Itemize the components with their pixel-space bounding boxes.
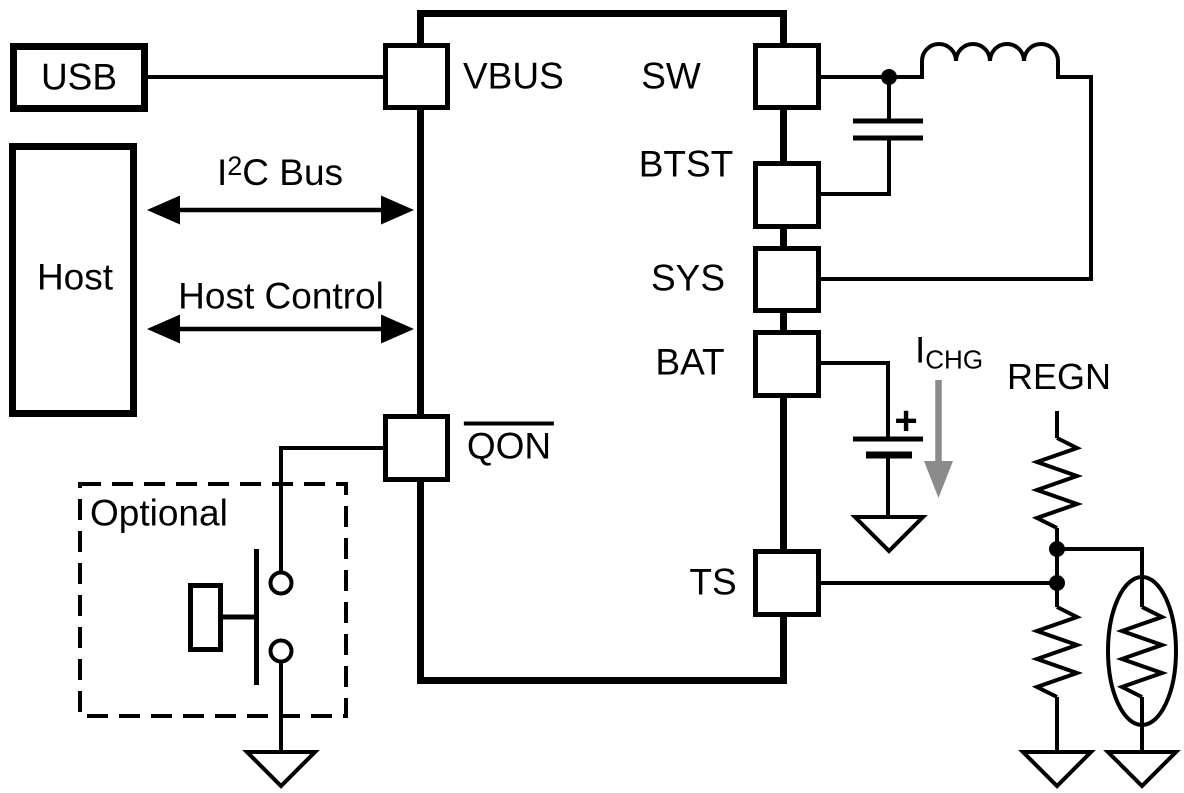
host-block-label: Host xyxy=(36,256,114,298)
i2c-bus-label: I2C Bus xyxy=(216,151,344,193)
optional-label: Optional xyxy=(90,492,228,534)
host-block-outline xyxy=(9,143,137,417)
i2c-base: I xyxy=(216,152,228,193)
qon-overline: QON xyxy=(463,421,555,465)
ts-pin-square xyxy=(753,549,821,617)
host-control-arrow xyxy=(147,314,414,344)
host-control-arrowhead-left-icon xyxy=(147,314,180,344)
battery-icon xyxy=(821,361,928,554)
vbus-pin-square xyxy=(383,43,450,110)
bat-pin-label: BAT xyxy=(655,341,725,383)
btst-pin-label: BTST xyxy=(638,143,734,185)
host-control-label: Host Control xyxy=(178,275,384,317)
i2c-superscript: 2 xyxy=(227,151,243,181)
thermistor-ground-icon xyxy=(1103,750,1181,789)
pushbutton-icon xyxy=(188,549,294,685)
inductor-icon xyxy=(821,42,1093,281)
qon-wire xyxy=(279,446,383,571)
i2c-rest: C Bus xyxy=(242,152,344,193)
battery-plus-label: + xyxy=(894,399,918,443)
charge-current-arrow-icon xyxy=(924,380,953,498)
usb-block-label: USB xyxy=(40,56,118,98)
i2c-arrowhead-left-icon xyxy=(147,195,180,225)
sys-pin-label: SYS xyxy=(650,257,726,299)
optional-dashed-box xyxy=(78,482,348,718)
i2c-arrowhead-right-icon xyxy=(381,195,414,225)
thermistor-icon xyxy=(1057,547,1181,789)
sw-pin-label: SW xyxy=(641,55,701,97)
pullup-resistor-icon xyxy=(1030,436,1084,530)
sw-pin-square xyxy=(753,43,821,110)
thermistor-top-wire xyxy=(1057,547,1144,607)
bat-pin-square xyxy=(753,330,821,398)
charge-current-label: ICHG xyxy=(915,332,983,373)
regn-junction-dot xyxy=(1049,541,1065,557)
host-control-arrowhead-right-icon xyxy=(381,314,414,344)
vbus-pin-label: VBUS xyxy=(463,55,564,97)
ts-pin-label: TS xyxy=(689,561,737,603)
qon-pin-label: QON xyxy=(463,421,555,465)
btst-pin-square xyxy=(753,161,821,229)
ts-junction-dot xyxy=(1049,575,1065,591)
sw-junction-dot xyxy=(881,69,897,85)
ichg-subscript: CHG xyxy=(925,344,984,375)
usb-block-outline xyxy=(10,43,148,112)
charge-current-arrowhead xyxy=(924,461,953,498)
divider-ground-icon xyxy=(1018,750,1096,789)
pushbutton-actuator xyxy=(188,583,223,652)
pushbutton-ground-icon xyxy=(242,750,320,789)
thermistor-resistor-icon xyxy=(1115,605,1169,699)
battery-ground-icon xyxy=(850,515,928,554)
battery-lead-wire xyxy=(821,361,890,437)
capacitor-btst-lead xyxy=(821,140,891,196)
pushbutton-contact-bottom xyxy=(268,638,294,664)
ichg-base: I xyxy=(915,329,926,371)
pushbutton-contact-top xyxy=(268,570,294,596)
i2c-bus-arrow xyxy=(147,195,414,225)
bootstrap-capacitor-icon xyxy=(821,77,923,196)
regn-label: REGN xyxy=(1007,356,1112,397)
sys-pin-square xyxy=(753,246,821,313)
qon-pin-square xyxy=(383,414,450,482)
regn-divider xyxy=(1018,411,1096,789)
pulldown-resistor-icon xyxy=(1030,605,1084,699)
